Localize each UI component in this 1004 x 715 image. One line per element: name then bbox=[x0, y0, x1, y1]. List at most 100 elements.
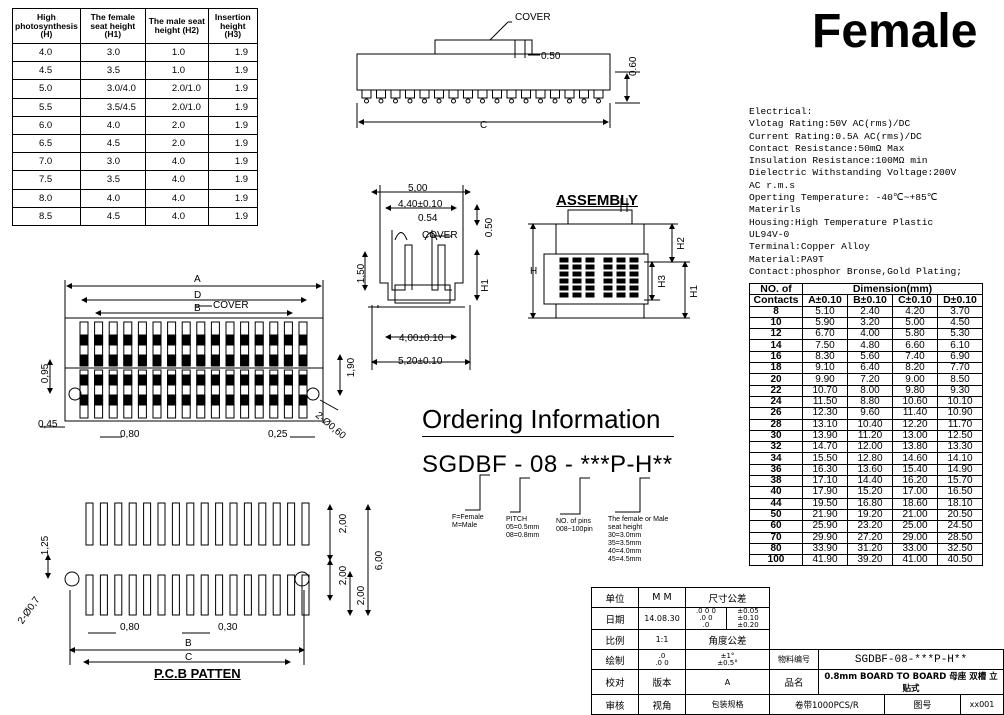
tb-tolerances: ±0.05 ±0.10 ±0.20 bbox=[725, 607, 771, 630]
legend-gender: F=Female M=Male bbox=[452, 514, 484, 529]
dimension-cell: 40.50 bbox=[937, 554, 983, 567]
dim-asm-h2: H2 bbox=[675, 237, 687, 250]
height-cell: 1.0 bbox=[144, 61, 209, 81]
tb-scale-label: 比例 bbox=[591, 629, 639, 650]
spec-line: Contact Resistance:50mΩ Max bbox=[749, 142, 905, 154]
spec-line: UL94V-0 bbox=[749, 228, 790, 240]
dim-plan-a: A bbox=[194, 274, 201, 285]
tb-version-label: 版本 bbox=[638, 669, 686, 695]
dim-side-050: 0.50 bbox=[484, 217, 496, 238]
dim-plan-190: 1,90 bbox=[346, 357, 358, 378]
tb-size-tolerance: 尺寸公差 bbox=[684, 587, 771, 608]
spec-line: Housing:High Temperature Plastic bbox=[749, 216, 934, 228]
spec-line: Terminal:Copper Alloy bbox=[749, 241, 870, 253]
legend-height: The female or Male seat height 30=3.0mm … bbox=[608, 516, 669, 563]
ordering-code: SGDBF - 08 - ***P-H** bbox=[422, 451, 673, 478]
spec-line: Electrical: bbox=[749, 106, 813, 117]
tb-decimals: .0 0 0 .0 0 .0 bbox=[685, 607, 727, 630]
dim-side-150: 1,50 bbox=[356, 263, 368, 284]
height-col-h1: The female seat height (H1) bbox=[79, 8, 146, 44]
dim-side-520: 5,20±0.10 bbox=[398, 356, 443, 367]
height-cell: 3.0/4.0 bbox=[79, 79, 146, 99]
dimension-cell: 41.00 bbox=[892, 554, 938, 567]
cover-label-plan: COVER bbox=[213, 300, 249, 311]
spec-line: Operting Temperature: -40℃~+85℃ bbox=[749, 192, 938, 204]
title-block: 单位 M M 尺寸公差 日期 14.08.30 .0 0 0 .0 0 .0 ±… bbox=[591, 587, 1004, 715]
assembly-title: ASSEMBLY bbox=[556, 192, 638, 209]
dim-side-h1: H1 bbox=[479, 279, 491, 292]
spec-line: Vlotag Rating:50V AC(rms)/DC bbox=[749, 118, 911, 130]
dim-plan-025: 0,25 bbox=[268, 429, 288, 440]
dim-asm-h3: H3 bbox=[656, 275, 668, 288]
dim-side-400: 4,00±0.10 bbox=[399, 333, 444, 344]
height-cell: 1.9 bbox=[207, 97, 258, 117]
tb-review-label: 审核 bbox=[591, 694, 639, 715]
spec-line: Contact:phosphor Bronse,Gold Plating; bbox=[749, 265, 963, 277]
dim-plan-b: B bbox=[194, 303, 201, 314]
tb-date-value: 14.08.30 bbox=[638, 607, 686, 630]
dim-top-050: 0.50 bbox=[541, 51, 561, 62]
spec-line: Materirls bbox=[749, 204, 801, 216]
assembly-view bbox=[528, 198, 690, 319]
height-cell: 3.5 bbox=[79, 61, 146, 81]
height-cell: 1.9 bbox=[207, 79, 258, 99]
cover-label-top: COVER bbox=[515, 12, 551, 23]
dim-pcb-200b: 2,00 bbox=[338, 565, 350, 586]
height-cell: 4.0 bbox=[144, 206, 209, 226]
height-cell: 1.9 bbox=[207, 206, 258, 226]
spec-line: Current Rating:0.5A AC(rms)/DC bbox=[749, 130, 922, 142]
tb-scale-value: 1:1 bbox=[638, 629, 686, 650]
tb-angle-tolerance: 角度公差 bbox=[684, 629, 771, 650]
tb-drawing-no-label: 图号 bbox=[883, 694, 962, 715]
dim-side-440: 4,40±0.10 bbox=[398, 199, 443, 210]
tb-view-label: 视角 bbox=[638, 694, 686, 715]
height-cell: 1.9 bbox=[207, 61, 258, 81]
pcb-pattern-title: P.C.B PATTEN bbox=[154, 666, 241, 681]
ordering-leaders bbox=[465, 474, 650, 515]
tb-unit-label: 单位 bbox=[591, 587, 639, 608]
top-side-view bbox=[356, 21, 640, 128]
tb-drawing-no-value: xx001 bbox=[960, 694, 1004, 715]
dim-pcb-c: C bbox=[185, 652, 193, 663]
legend-pins: NO. of pins 008~100pin bbox=[556, 518, 593, 533]
dim-pcb-b: B bbox=[185, 638, 192, 649]
tb-angle-decimals: .0 .0 0 bbox=[638, 649, 686, 670]
dim-side-500: 5,00 bbox=[408, 183, 428, 194]
dim-plan-d: D bbox=[194, 290, 202, 301]
tb-name-value: 0.8mm BOARD TO BOARD 母座 双槽 立贴式 bbox=[818, 669, 1004, 695]
tb-version-value: A bbox=[684, 669, 771, 695]
dim-plan-045: 0,45 bbox=[38, 419, 58, 430]
tb-check-label: 校对 bbox=[591, 669, 639, 695]
height-cell: 1.9 bbox=[207, 42, 258, 63]
dim-pcb-200a: 2,00 bbox=[338, 513, 350, 534]
female-title: Female bbox=[812, 5, 978, 58]
dim-side-054: 0.54 bbox=[418, 213, 438, 224]
height-cell: 8.5 bbox=[12, 206, 81, 226]
dim-top-060: 0.60 bbox=[628, 56, 639, 76]
dim-asm-h: H bbox=[530, 266, 538, 277]
tb-date-label: 日期 bbox=[591, 607, 639, 630]
height-col-h: High photosynthesis (H) bbox=[12, 8, 81, 44]
spec-line: AC r.m.s bbox=[749, 179, 796, 191]
cross-section-view bbox=[362, 185, 480, 370]
pcb-pattern bbox=[45, 502, 371, 665]
dim-top-c: C bbox=[480, 120, 488, 131]
tb-unit-value: M M bbox=[638, 587, 686, 608]
height-table: High photosynthesis (H) The female seat … bbox=[12, 8, 258, 226]
cover-label-side: COVER bbox=[422, 230, 458, 241]
